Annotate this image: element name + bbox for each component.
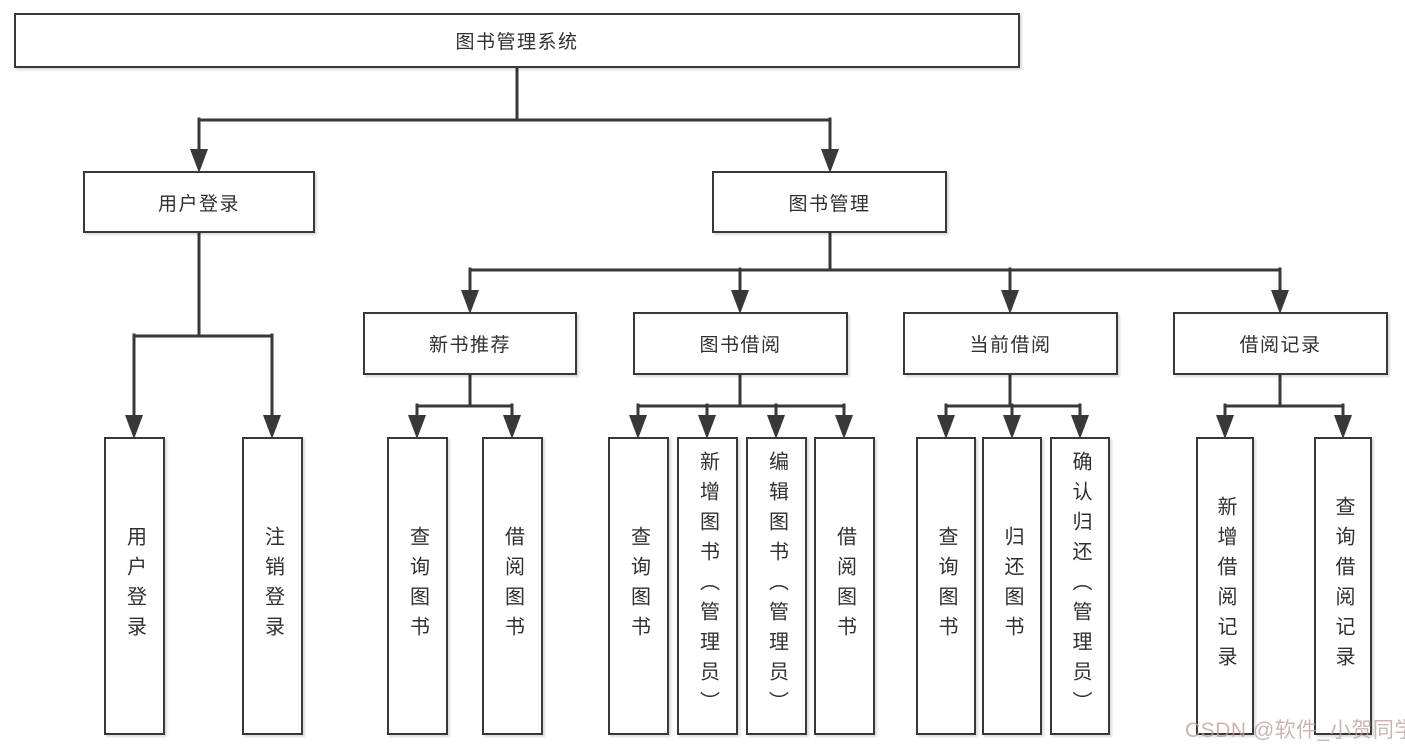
leaf-label: 查询图书 — [935, 526, 957, 646]
arrowhead — [1001, 290, 1019, 314]
leaf-label: 用户登录 — [123, 526, 146, 646]
node-new-book-recommend: 新书推荐 — [363, 312, 577, 375]
leaf-borrow-books-recommend: 借阅图书 — [482, 437, 543, 735]
leaf-edit-books-admin: 编辑图书（管理员） — [746, 437, 807, 735]
arrowhead — [937, 415, 955, 439]
arrowhead — [821, 149, 839, 173]
node-label: 借阅记录 — [1239, 335, 1322, 356]
connector-current-borrow-to-leaves — [944, 372, 1082, 419]
leaf-label: 借阅图书 — [501, 526, 524, 646]
arrowhead — [698, 415, 716, 439]
leaf-borrow-books: 借阅图书 — [814, 437, 875, 735]
leaf-query-borrow-record: 查询借阅记录 — [1314, 437, 1372, 735]
node-root-system: 图书管理系统 — [14, 13, 1020, 68]
arrowhead — [263, 415, 281, 439]
node-label: 图书管理系统 — [455, 32, 579, 53]
leaf-label: 查询图书 — [406, 526, 429, 646]
node-current-borrow: 当前借阅 — [903, 312, 1118, 375]
leaf-label: 借阅图书 — [833, 526, 856, 646]
arrowhead — [767, 415, 785, 439]
node-label: 图书借阅 — [699, 335, 782, 356]
arrowhead — [1271, 290, 1289, 314]
leaf-user-login: 用户登录 — [104, 437, 165, 735]
connector-borrow-records-to-leaves — [1223, 372, 1345, 419]
arrowhead — [629, 415, 647, 439]
connector-new-book-to-leaves — [415, 372, 514, 419]
leaf-label: 查询借阅记录 — [1332, 496, 1354, 676]
connector-root-to-level2 — [197, 65, 832, 153]
node-book-management: 图书管理 — [712, 171, 947, 233]
leaf-add-books-admin: 新增图书（管理员） — [677, 437, 738, 735]
arrowhead — [1071, 415, 1089, 439]
leaf-label: 注销登录 — [261, 526, 284, 646]
arrowhead — [835, 415, 853, 439]
arrowhead — [408, 415, 426, 439]
leaf-confirm-return-admin: 确认归还（管理员） — [1050, 437, 1110, 735]
node-label: 用户登录 — [157, 193, 240, 215]
leaf-label: 新增图书（管理员） — [696, 451, 719, 721]
arrowhead — [461, 290, 479, 314]
leaf-query-books-current: 查询图书 — [916, 437, 976, 735]
arrowhead — [503, 415, 521, 439]
arrowhead — [190, 149, 208, 173]
node-label: 图书管理 — [788, 193, 871, 215]
leaf-return-books: 归还图书 — [982, 437, 1042, 735]
leaf-label: 新增借阅记录 — [1214, 496, 1236, 676]
leaf-logout: 注销登录 — [242, 437, 303, 735]
node-label: 新书推荐 — [428, 335, 511, 356]
node-borrow-records: 借阅记录 — [1173, 312, 1388, 375]
arrowhead — [1334, 415, 1352, 439]
leaf-label: 确认归还（管理员） — [1069, 451, 1091, 721]
node-user-login: 用户登录 — [83, 171, 315, 233]
arrowhead — [1003, 415, 1021, 439]
arrowhead — [731, 290, 749, 314]
leaf-query-books: 查询图书 — [608, 437, 669, 735]
node-label: 当前借阅 — [969, 335, 1052, 356]
arrowheads — [125, 149, 1352, 439]
leaf-label: 编辑图书（管理员） — [765, 451, 788, 721]
leaf-add-borrow-record: 新增借阅记录 — [1196, 437, 1254, 735]
leaf-label: 查询图书 — [627, 526, 650, 646]
leaf-query-books-recommend: 查询图书 — [387, 437, 448, 735]
leaf-label: 归还图书 — [1001, 526, 1023, 646]
arrowhead — [1216, 415, 1234, 439]
connector-user-login-to-leaves — [132, 230, 274, 419]
node-book-borrow: 图书借阅 — [633, 312, 848, 375]
watermark: CSDN @软件_小贺同学 — [1185, 719, 1405, 742]
arrowhead — [125, 415, 143, 439]
connector-book-mgmt-to-level3 — [468, 230, 1282, 294]
connector-book-borrow-to-leaves — [636, 372, 846, 419]
